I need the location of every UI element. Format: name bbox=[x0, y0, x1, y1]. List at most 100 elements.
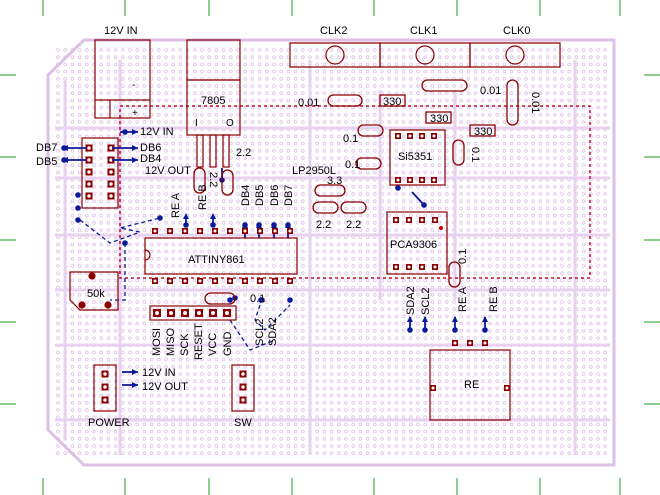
board-hole bbox=[157, 350, 161, 355]
board-hole bbox=[229, 264, 233, 268]
board-hole bbox=[531, 91, 535, 95]
board-hole bbox=[502, 314, 507, 319]
board-hole bbox=[336, 292, 341, 297]
board-hole bbox=[185, 379, 190, 384]
board-hole bbox=[509, 242, 514, 247]
board-hole bbox=[437, 422, 442, 427]
board-hole bbox=[452, 48, 456, 52]
board-hole bbox=[358, 372, 363, 376]
board-hole bbox=[351, 415, 356, 420]
board-hole bbox=[552, 120, 557, 124]
board-hole bbox=[286, 120, 291, 124]
board-hole bbox=[531, 307, 535, 312]
pad-hole bbox=[407, 265, 411, 269]
board-hole bbox=[394, 436, 399, 441]
board-hole bbox=[171, 170, 176, 175]
board-hole bbox=[596, 221, 600, 225]
board-hole bbox=[63, 444, 67, 448]
board-hole bbox=[437, 91, 442, 95]
board-hole bbox=[135, 422, 140, 427]
board-hole bbox=[408, 292, 413, 297]
board-hole bbox=[502, 98, 507, 103]
board-hole bbox=[459, 185, 464, 189]
board-hole bbox=[509, 98, 514, 103]
board-hole bbox=[560, 307, 564, 312]
board-hole bbox=[495, 213, 500, 218]
board-hole bbox=[121, 113, 125, 117]
board-hole bbox=[401, 328, 406, 333]
board-hole bbox=[63, 77, 67, 81]
board-hole bbox=[300, 213, 305, 218]
board-hole bbox=[588, 256, 593, 261]
board-hole bbox=[293, 84, 298, 88]
board-hole bbox=[56, 278, 60, 283]
board-hole bbox=[164, 170, 168, 175]
board-hole bbox=[250, 444, 255, 448]
board-hole bbox=[437, 364, 442, 369]
board-hole bbox=[286, 444, 291, 448]
board-hole bbox=[229, 350, 233, 355]
board-hole bbox=[545, 379, 550, 384]
board-hole bbox=[466, 321, 471, 326]
board-hole bbox=[236, 228, 240, 232]
board-hole bbox=[315, 314, 320, 319]
board-hole bbox=[480, 213, 485, 218]
board-hole bbox=[560, 77, 564, 81]
board-hole bbox=[293, 98, 298, 103]
board-hole bbox=[430, 393, 435, 398]
board-hole bbox=[300, 141, 305, 146]
board-hole bbox=[466, 415, 471, 420]
board-hole bbox=[596, 55, 600, 59]
board-hole bbox=[401, 408, 406, 412]
board-hole bbox=[142, 242, 147, 247]
board-hole bbox=[473, 55, 478, 59]
board-hole bbox=[394, 120, 399, 124]
board-hole bbox=[473, 84, 478, 88]
board-hole bbox=[178, 364, 183, 369]
board-hole bbox=[77, 62, 82, 67]
board-hole bbox=[286, 149, 291, 153]
board-hole bbox=[581, 372, 586, 376]
board-hole bbox=[401, 62, 406, 67]
board-hole bbox=[286, 350, 291, 355]
board-hole bbox=[293, 228, 298, 232]
board-hole bbox=[185, 386, 190, 391]
board-hole bbox=[178, 141, 183, 146]
power-12v-out: 12V OUT bbox=[142, 381, 188, 393]
board-hole bbox=[516, 271, 521, 276]
board-hole bbox=[322, 307, 327, 312]
si5351-chip bbox=[389, 129, 446, 186]
board-hole bbox=[300, 113, 305, 117]
board-hole bbox=[495, 62, 500, 67]
board-hole bbox=[365, 415, 370, 420]
board-hole bbox=[401, 415, 406, 420]
board-hole bbox=[264, 422, 269, 427]
board-hole bbox=[596, 163, 600, 168]
board-hole bbox=[531, 206, 535, 211]
board-hole bbox=[185, 256, 190, 261]
board-hole bbox=[171, 271, 176, 276]
board-hole bbox=[185, 185, 190, 189]
board-hole bbox=[185, 328, 190, 333]
board-hole bbox=[56, 372, 60, 376]
board-hole bbox=[272, 271, 276, 276]
board-hole bbox=[214, 69, 219, 74]
board-hole bbox=[214, 55, 219, 59]
board-hole bbox=[229, 185, 233, 189]
board-hole bbox=[603, 213, 607, 218]
board-hole bbox=[344, 113, 348, 117]
board-hole bbox=[574, 48, 579, 52]
board-hole bbox=[193, 292, 197, 297]
board-hole bbox=[322, 141, 327, 146]
pad-hole bbox=[169, 311, 173, 315]
board-hole bbox=[380, 55, 384, 59]
db4-right-label: DB4 bbox=[140, 153, 161, 165]
board-hole bbox=[85, 393, 89, 398]
board-hole bbox=[495, 192, 500, 196]
board-hole bbox=[149, 213, 154, 218]
board-hole bbox=[538, 206, 543, 211]
board-hole bbox=[329, 307, 334, 312]
board-hole bbox=[128, 400, 132, 405]
board-hole bbox=[113, 199, 118, 204]
pad-hole bbox=[483, 341, 487, 345]
